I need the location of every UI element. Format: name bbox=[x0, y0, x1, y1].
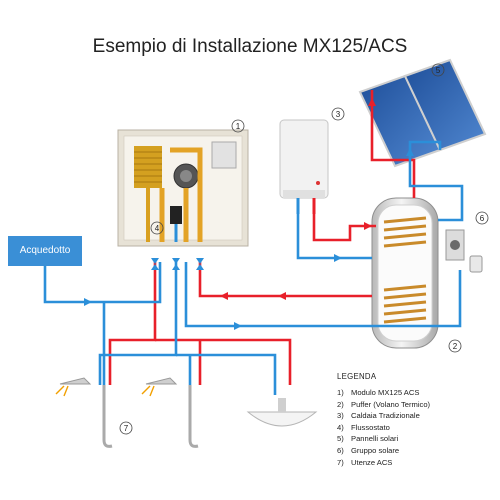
legend-item-text: Utenze ACS bbox=[351, 457, 393, 467]
legend-item-num: 7) bbox=[337, 457, 344, 467]
legend-item-text: Puffer (Volano Termico) bbox=[351, 399, 431, 409]
legend-item-num: 4) bbox=[337, 422, 344, 432]
shower-right bbox=[141, 377, 199, 448]
puffer-tank bbox=[371, 197, 439, 349]
flow-arrows bbox=[80, 98, 414, 330]
legend-item-text: Caldaia Tradizionale bbox=[351, 411, 420, 421]
legend-title: LEGENDA bbox=[337, 372, 377, 381]
legend-item-num: 1) bbox=[337, 388, 344, 397]
legend-item: 3) Caldaia Tradizionale bbox=[337, 410, 497, 422]
callout-circles bbox=[119, 63, 489, 435]
callout-7: 7 bbox=[124, 424, 129, 433]
legend-item-num: 3) bbox=[337, 411, 344, 421]
legend-item-num: 5) bbox=[337, 434, 344, 444]
acquedotto-box: Acquedotto bbox=[8, 236, 82, 266]
callout-3: 3 bbox=[336, 110, 341, 119]
traditional-boiler bbox=[279, 119, 329, 214]
callout-5: 5 bbox=[436, 66, 441, 75]
page-title: Esempio di Installazione MX125/ACS bbox=[92, 36, 408, 57]
legend-item-text: Modulo MX125 ACS bbox=[351, 388, 420, 397]
solar-group bbox=[445, 229, 483, 273]
mx125-module bbox=[117, 129, 249, 247]
valves bbox=[151, 258, 204, 270]
legend-item: 1) Modulo MX125 ACS bbox=[337, 387, 497, 399]
callout-4: 4 bbox=[155, 224, 160, 233]
legend-item: 7) Utenze ACS bbox=[337, 457, 497, 469]
callout-6: 6 bbox=[480, 214, 485, 223]
legend-item-text: Flussostato bbox=[351, 422, 390, 432]
shower-left bbox=[55, 377, 113, 448]
legend-item: 2) Puffer (Volano Termico) bbox=[337, 399, 497, 411]
legend: LEGENDA 1) Modulo MX125 ACS 2) Puffer (Vol… bbox=[337, 372, 497, 468]
legend-item: 5) Pannelli solari bbox=[337, 433, 497, 445]
cold-water-pipes bbox=[43, 140, 464, 395]
sink bbox=[246, 398, 318, 427]
legend-item: 4) Flussostato bbox=[337, 422, 497, 434]
legend-item-text: Gruppo solare bbox=[351, 445, 400, 455]
legend-item-num: 2) bbox=[337, 399, 344, 409]
solar-panels bbox=[358, 58, 487, 168]
legend-item-num: 6) bbox=[337, 445, 344, 455]
legend-item-text: Pannelli solari bbox=[351, 434, 399, 444]
callout-2: 2 bbox=[453, 342, 458, 351]
callout-1: 1 bbox=[236, 122, 241, 131]
legend-item: 6) Gruppo solare bbox=[337, 445, 497, 457]
